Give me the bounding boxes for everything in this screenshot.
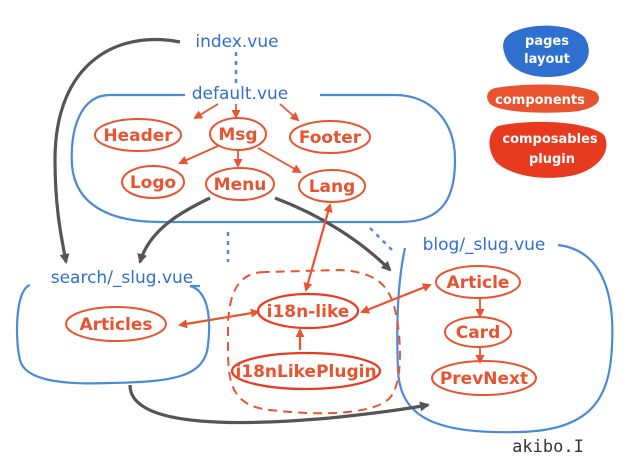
i18n-like-composable: i18n-like xyxy=(256,292,360,330)
article-component: Article xyxy=(435,265,521,299)
msg-component: Msg xyxy=(209,117,267,151)
plugin-group xyxy=(226,268,401,415)
legend: pages layout components composables plug… xyxy=(487,25,607,178)
index-page-label: index.vue xyxy=(195,32,278,52)
search-page-label: search/_slug.vue xyxy=(51,268,194,288)
menu-label: Menu xyxy=(214,175,267,195)
lang-to-i18n-arrow xyxy=(303,203,333,292)
prevnext-label: PrevNext xyxy=(440,369,528,389)
blog-page-label: blog/_slug.vue xyxy=(423,235,546,255)
menu-component: Menu xyxy=(205,167,275,201)
articles-label: Articles xyxy=(79,315,152,335)
msg-label: Msg xyxy=(218,125,257,145)
footer-component: Footer xyxy=(289,120,371,154)
logo-component: Logo xyxy=(121,165,185,199)
menu-to-blog-arrow xyxy=(274,196,392,272)
articles-component: Articles xyxy=(65,306,167,342)
search-to-blog-arrow xyxy=(128,384,430,425)
legend-components-text: components xyxy=(495,93,585,108)
lang-component: Lang xyxy=(298,169,366,203)
author-signature: akibo.I xyxy=(512,437,584,457)
legend-components: components xyxy=(487,84,599,113)
article-to-i18n-arrow xyxy=(360,283,432,314)
default-to-blog-link xyxy=(369,227,393,251)
footer-label: Footer xyxy=(299,128,362,148)
blog-page-group xyxy=(396,243,614,434)
articles-to-i18n-arrow xyxy=(178,308,260,329)
msg-to-logo-arrow xyxy=(178,145,219,165)
i18n-like-plugin: i18nLikePlugin xyxy=(230,351,382,391)
default-to-footer-arrow xyxy=(279,103,300,122)
legend-composables-plugin: composables plugin xyxy=(489,121,607,178)
card-label: Card xyxy=(456,323,501,343)
card-component: Card xyxy=(444,316,512,348)
default-layout-group xyxy=(70,93,457,224)
logo-label: Logo xyxy=(130,173,176,193)
msg-to-lang-arrow xyxy=(257,147,302,173)
article-label: Article xyxy=(447,273,510,293)
prevnext-component: PrevNext xyxy=(431,360,537,396)
menu-to-search-arrow xyxy=(137,196,211,264)
legend-layout-text: layout xyxy=(524,52,570,67)
legend-pages-text: pages xyxy=(525,34,569,49)
i18n-like-plugin-label: i18nLikePlugin xyxy=(235,362,376,382)
i18n-like-label: i18n-like xyxy=(267,302,350,322)
legend-composables-text: composables xyxy=(502,132,598,147)
default-to-header-arrow xyxy=(193,103,219,120)
default-layout-label: default.vue xyxy=(192,84,289,104)
legend-pages-layout: pages layout xyxy=(503,25,589,78)
legend-plugin-text: plugin xyxy=(529,152,575,167)
header-label: Header xyxy=(103,126,173,146)
header-component: Header xyxy=(94,118,182,152)
lang-label: Lang xyxy=(309,177,356,197)
index-to-search-arrow xyxy=(53,37,181,264)
